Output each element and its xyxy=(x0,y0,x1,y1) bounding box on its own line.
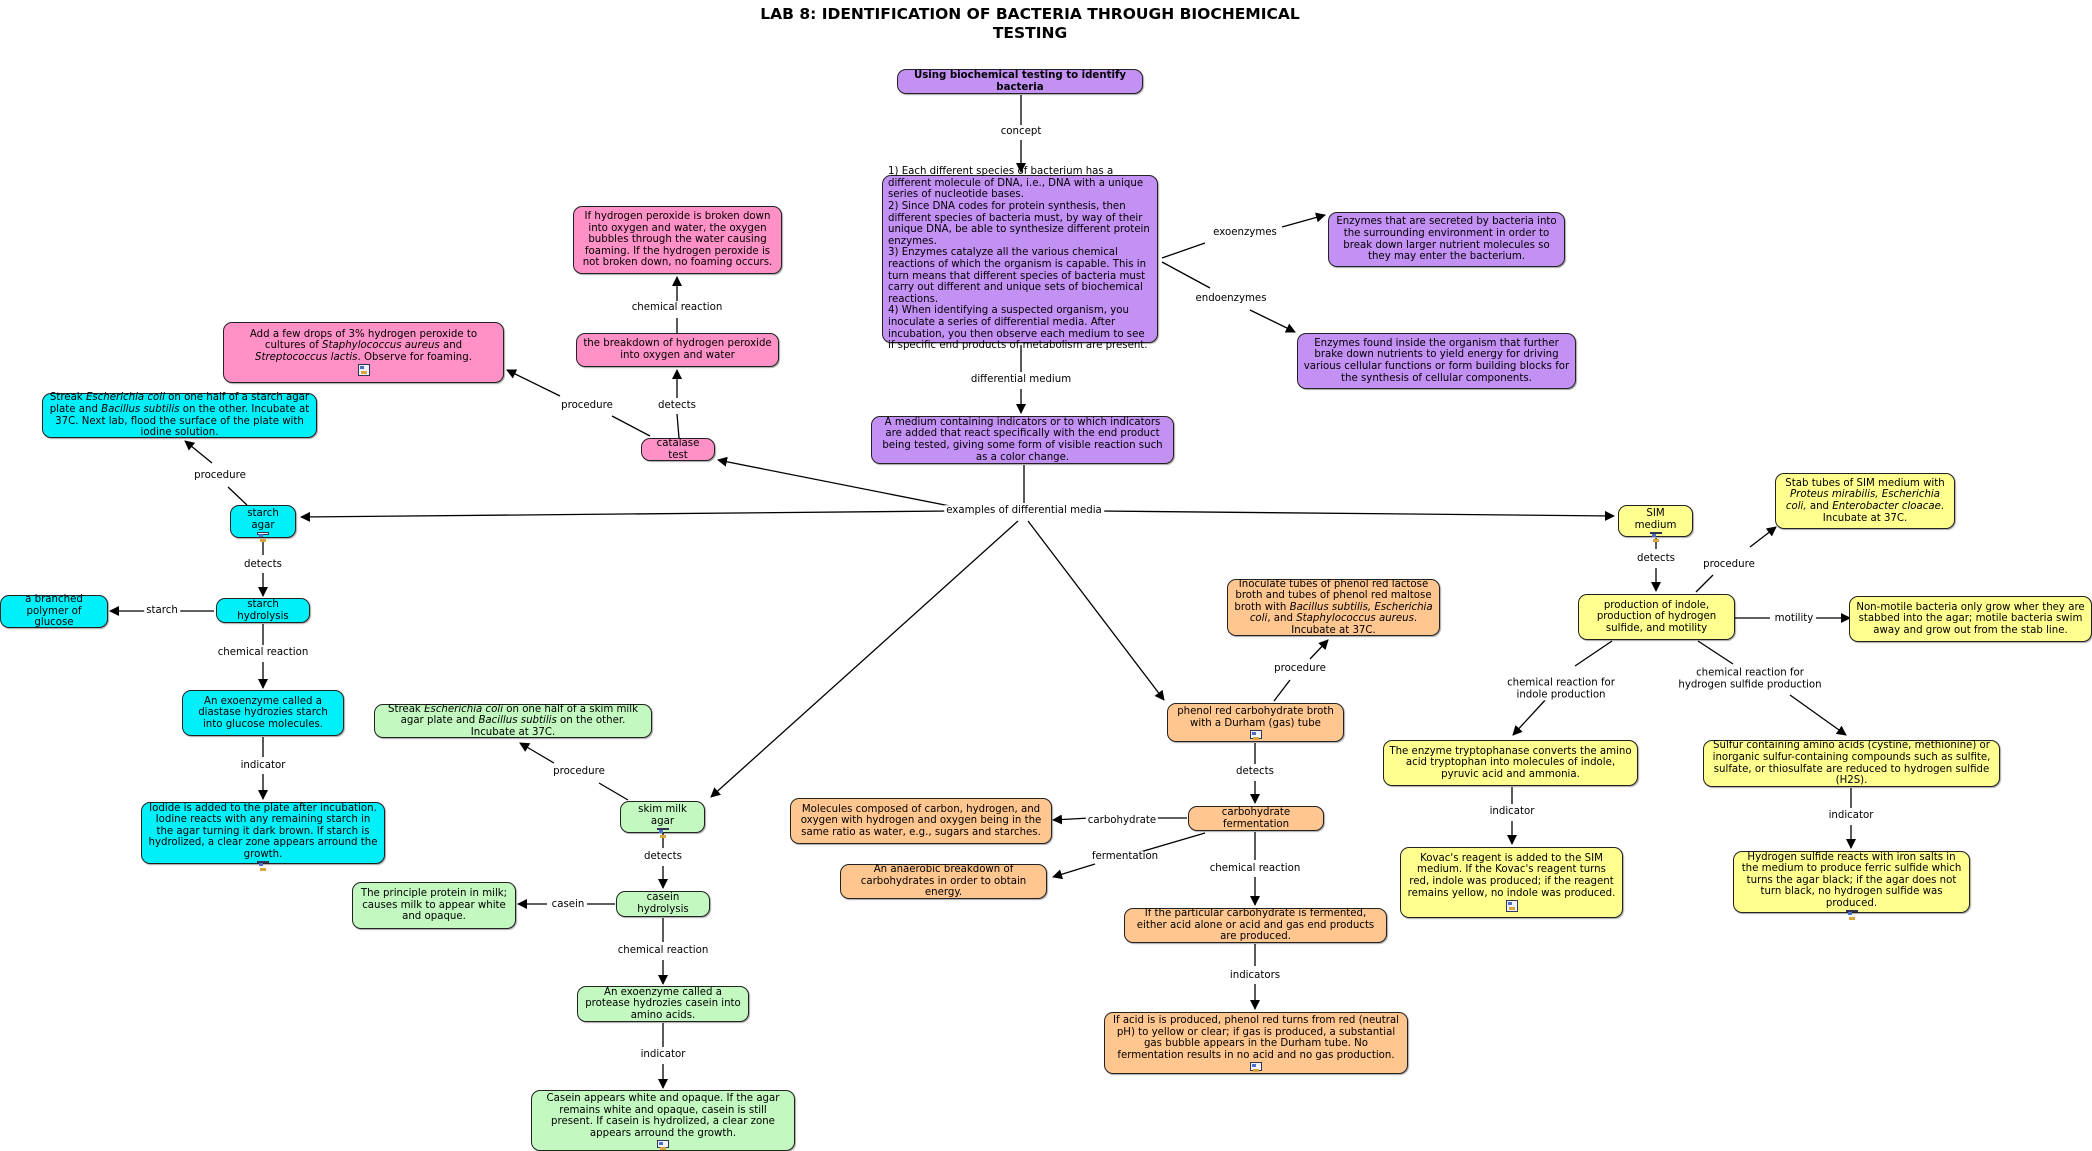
casein-indicator-node[interactable]: Casein appears white and opaque. If the … xyxy=(531,1090,795,1151)
fermentation-definition-node[interactable]: An anaerobic breakdown of carbohydrates … xyxy=(840,864,1047,899)
link-label-casein: casein xyxy=(549,899,587,911)
link-label-h2s-line1: chemical reaction for xyxy=(1696,667,1804,679)
link-label-examples: examples of differential media xyxy=(944,505,1104,517)
resource-icon[interactable] xyxy=(1845,910,1858,921)
link-label-motility: motility xyxy=(1772,613,1816,625)
phenol-procedure-node[interactable]: Inoculate tubes of phenol red lactose br… xyxy=(1227,579,1440,636)
link-label-procedure: procedure xyxy=(1701,559,1757,571)
carb-fermentation-node[interactable]: carbohydrate fermentation xyxy=(1188,806,1324,831)
link-label-h2s-line2: hydrogen sulfide production xyxy=(1678,679,1822,690)
link-label-differential-medium: differential medium xyxy=(968,374,1074,386)
link-label-procedure: procedure xyxy=(559,400,615,412)
link-label-detects: detects xyxy=(242,559,284,571)
casein-hydrolysis-node[interactable]: casein hydrolysis xyxy=(616,891,710,917)
link-label-chemical-reaction: chemical reaction xyxy=(629,302,725,314)
link-label-indicator: indicator xyxy=(1826,810,1876,822)
resource-icon[interactable] xyxy=(1249,730,1262,740)
phenol-broth-node[interactable]: phenol red carbohydrate broth with a Dur… xyxy=(1167,703,1344,742)
indole-indicator-node[interactable]: Kovac's reagent is added to the SIM medi… xyxy=(1400,847,1623,918)
h2s-reaction-node[interactable]: Sulfur containing amino acids (cystine, … xyxy=(1703,740,2000,787)
link-label-procedure: procedure xyxy=(192,470,248,482)
casein-reaction-node[interactable]: An exoenzyme called a protease hydrozies… xyxy=(577,986,749,1022)
exoenzymes-node[interactable]: Enzymes that are secreted by bacteria in… xyxy=(1328,212,1565,267)
starch-agar-node[interactable]: starch agar xyxy=(230,505,296,542)
catalase-procedure-node[interactable]: Add a few drops of 3% hydrogen peroxide … xyxy=(223,322,504,383)
link-label-concept: concept xyxy=(998,126,1044,138)
link-label-chemical-reaction: chemical reaction xyxy=(215,647,311,659)
starch-hydrolysis-node[interactable]: starch hydrolysis xyxy=(216,598,310,623)
link-label-detects: detects xyxy=(656,400,698,412)
resource-icon[interactable] xyxy=(1505,900,1518,913)
catalase-test-node[interactable]: catalase test xyxy=(641,438,715,461)
carb-reaction-node[interactable]: If the particular carbohydrate is fermen… xyxy=(1124,908,1387,943)
resource-icon[interactable] xyxy=(1250,1062,1262,1072)
catalase-reaction-node[interactable]: If hydrogen peroxide is broken down into… xyxy=(573,206,782,274)
link-label-indole-line1: chemical reaction for xyxy=(1507,677,1615,689)
link-label-chemical-reaction: chemical reaction xyxy=(615,945,711,957)
link-label-carbohydrate: carbohydrate xyxy=(1085,815,1159,827)
resource-icon[interactable] xyxy=(257,861,269,872)
resource-icon[interactable] xyxy=(657,1140,669,1150)
link-label-fermentation: fermentation xyxy=(1089,851,1161,863)
carbohydrate-definition-node[interactable]: Molecules composed of carbon, hydrogen, … xyxy=(790,798,1052,844)
link-label-procedure: procedure xyxy=(1272,663,1328,675)
skim-procedure-node[interactable]: Streak Escherichia coli on one half of a… xyxy=(374,704,652,738)
catalase-detects-node[interactable]: the breakdown of hydrogen peroxide into … xyxy=(576,333,779,367)
sim-medium-node[interactable]: SIM medium xyxy=(1618,505,1693,543)
link-label-chemical-reaction: chemical reaction xyxy=(1207,863,1303,875)
differential-medium-node[interactable]: A medium containing indicators or to whi… xyxy=(871,416,1174,464)
link-label-indole-line2: indole production xyxy=(1516,689,1606,700)
resource-icon[interactable] xyxy=(656,828,669,839)
link-label-starch: starch xyxy=(144,605,180,617)
link-label-detects: detects xyxy=(1635,553,1677,565)
starch-indicator-node[interactable]: Iodide is added to the plate after incub… xyxy=(141,802,385,872)
indole-reaction-node[interactable]: The enzyme tryptophanase converts the am… xyxy=(1383,740,1638,786)
resource-icon[interactable] xyxy=(1649,532,1662,543)
starch-procedure-node[interactable]: Streak Escherichia coli on one half of a… xyxy=(42,392,317,438)
motility-definition-node[interactable]: Non-motile bacteria only grow wher they … xyxy=(1849,596,2092,642)
link-label-detects: detects xyxy=(1234,766,1276,778)
concept-explanation-node[interactable]: 1) Each different species of bacterium h… xyxy=(882,166,1158,351)
link-label-indicator: indicator xyxy=(1487,806,1537,818)
link-label-procedure: procedure xyxy=(551,766,607,778)
resource-icon[interactable] xyxy=(357,364,370,377)
casein-definition-node[interactable]: The principle protein in milk; causes mi… xyxy=(352,882,516,929)
link-label-indole: chemical reaction for indole production xyxy=(1505,677,1617,701)
link-label-h2s: chemical reaction for hydrogen sulfide p… xyxy=(1676,667,1824,691)
starch-definition-node[interactable]: a branched polymer of glucose xyxy=(0,594,108,628)
link-label-detects: detects xyxy=(642,851,684,863)
link-label-indicator: indicator xyxy=(238,760,288,772)
starch-reaction-node[interactable]: An exoenzyme called a diastase hydrozies… xyxy=(182,690,344,736)
link-label-exoenzymes: exoenzymes xyxy=(1211,227,1279,239)
sim-procedure-node[interactable]: Stab tubes of SIM medium with Proteus mi… xyxy=(1775,473,1955,529)
page-title: LAB 8: IDENTIFICATION OF BACTERIA THROUG… xyxy=(760,5,1300,42)
link-label-endoenzymes: endoenzymes xyxy=(1193,293,1269,305)
link-label-indicator: indicator xyxy=(638,1049,688,1061)
link-label-indicators: indicators xyxy=(1227,970,1283,982)
root-concept-node[interactable]: Using biochemical testing to identify ba… xyxy=(897,69,1143,94)
sim-detects-node[interactable]: production of indole, production of hydr… xyxy=(1578,594,1735,640)
resource-icon[interactable] xyxy=(257,532,269,542)
h2s-indicator-node[interactable]: Hydrogen sulfide reacts with iron salts … xyxy=(1733,851,1970,921)
endoenzymes-node[interactable]: Enzymes found inside the organism that f… xyxy=(1297,333,1576,389)
skim-milk-agar-node[interactable]: skim milk agar xyxy=(620,801,705,839)
carb-indicators-node[interactable]: If acid is is produced, phenol red turns… xyxy=(1104,1012,1408,1074)
